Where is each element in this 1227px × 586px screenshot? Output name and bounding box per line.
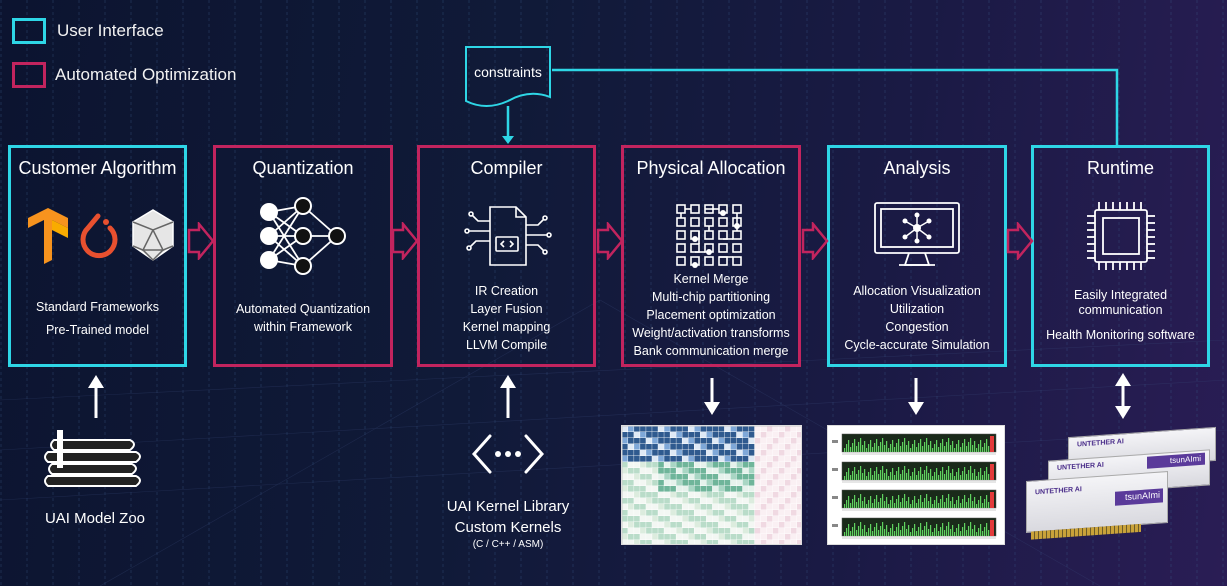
card-brand: UNTETHER AI (1057, 461, 1104, 473)
stage-physical-allocation: Physical Allocation Kernel Merge Multi-c… (621, 145, 801, 367)
stage-title: Compiler (470, 158, 543, 178)
stage-line: Placement optimization (646, 308, 776, 322)
neural-network-icon (216, 196, 390, 276)
stage-line: Health Monitoring software (1046, 328, 1195, 342)
stage-line: Utilization (889, 302, 945, 316)
stage-line: Kernel Merge (673, 272, 749, 286)
stage-line: Multi-chip partitioning (651, 290, 771, 304)
legend-swatch-opt (12, 62, 46, 88)
stage-quantization: Quantization Automated Quantization with… (213, 145, 393, 367)
stage-line: communication (1078, 303, 1163, 317)
stage-line: Automated Quantization (235, 302, 371, 316)
analysis-thumbnail (827, 425, 1005, 545)
stage-title: Physical Allocation (636, 158, 786, 178)
stage-line: Easily Integrated (1073, 288, 1168, 302)
grid-network-icon (624, 196, 798, 276)
card-strip-label: tsunAImi (1169, 453, 1201, 466)
stage-title: Quantization (252, 158, 354, 178)
stage-line: Pre-Trained model (45, 323, 150, 337)
stage-runtime: Runtime Easily Integrated communication … (1031, 145, 1210, 367)
stage-customer-algorithm: Customer Algorithm Standard Frameworks (8, 145, 187, 367)
stage-line: Kernel mapping (462, 320, 551, 334)
card-strip-label: tsunAImi (1124, 489, 1160, 503)
stage-line: Allocation Visualization (853, 284, 981, 298)
card-brand: UNTETHER AI (1077, 438, 1124, 449)
stage-title: Customer Algorithm (18, 158, 177, 178)
model-zoo-label: UAI Model Zoo (44, 510, 146, 527)
legend-label-opt: Automated Optimization (55, 65, 237, 84)
constraints-document-icon (465, 46, 551, 107)
stage-line: within Framework (254, 320, 352, 334)
allocation-thumbnail (621, 425, 802, 545)
flow-chevron-icon (1006, 222, 1034, 260)
stage-line: Bank communication merge (633, 344, 789, 358)
accelerator-card: UNTETHER AI tsunAImi (1026, 471, 1168, 540)
stage-analysis: Analysis Allocation Visualization Utiliz… (827, 145, 1007, 367)
chip-icon (1034, 196, 1207, 276)
kernel-library-line: (C / C++ / ASM) (472, 539, 544, 550)
stage-line: Standard Frameworks (36, 300, 159, 314)
kernel-library-label: UAI Kernel Library Custom Kernels (C / C… (420, 496, 596, 552)
card-brand: UNTETHER AI (1035, 486, 1082, 497)
monitor-network-icon (830, 196, 1004, 276)
constraints-connector (502, 68, 1119, 145)
stage-line: Cycle-accurate Simulation (844, 338, 990, 352)
stage-line: IR Creation (474, 284, 539, 298)
legend-swatch-ui (12, 18, 46, 44)
code-file-icon (420, 196, 593, 276)
kernel-library-line: Custom Kernels (454, 519, 562, 536)
flow-chevron-icon (801, 222, 829, 260)
stage-line: Weight/activation transforms (632, 326, 790, 340)
stage-compiler: Compiler IR Creation Layer Fusion Kernel… (417, 145, 596, 367)
stage-line: Congestion (885, 320, 949, 334)
stage-title: Runtime (1086, 158, 1155, 178)
stage-title: Analysis (883, 158, 951, 178)
flow-chevron-icon (596, 222, 624, 260)
constraints-label: constraints (474, 64, 542, 80)
card-strip: tsunAImi (1115, 488, 1163, 506)
kernel-library-line: UAI Kernel Library (446, 498, 570, 515)
legend-label-ui: User Interface (57, 21, 164, 40)
framework-logos-icon (11, 196, 184, 276)
flow-chevron-icon (187, 222, 215, 260)
books-icon (44, 430, 141, 487)
stage-line: Layer Fusion (470, 302, 543, 316)
card-strip: tsunAImi (1147, 452, 1205, 469)
flow-chevron-icon (391, 222, 419, 260)
stage-line: LLVM Compile (465, 338, 548, 352)
code-brackets-icon (471, 434, 545, 474)
